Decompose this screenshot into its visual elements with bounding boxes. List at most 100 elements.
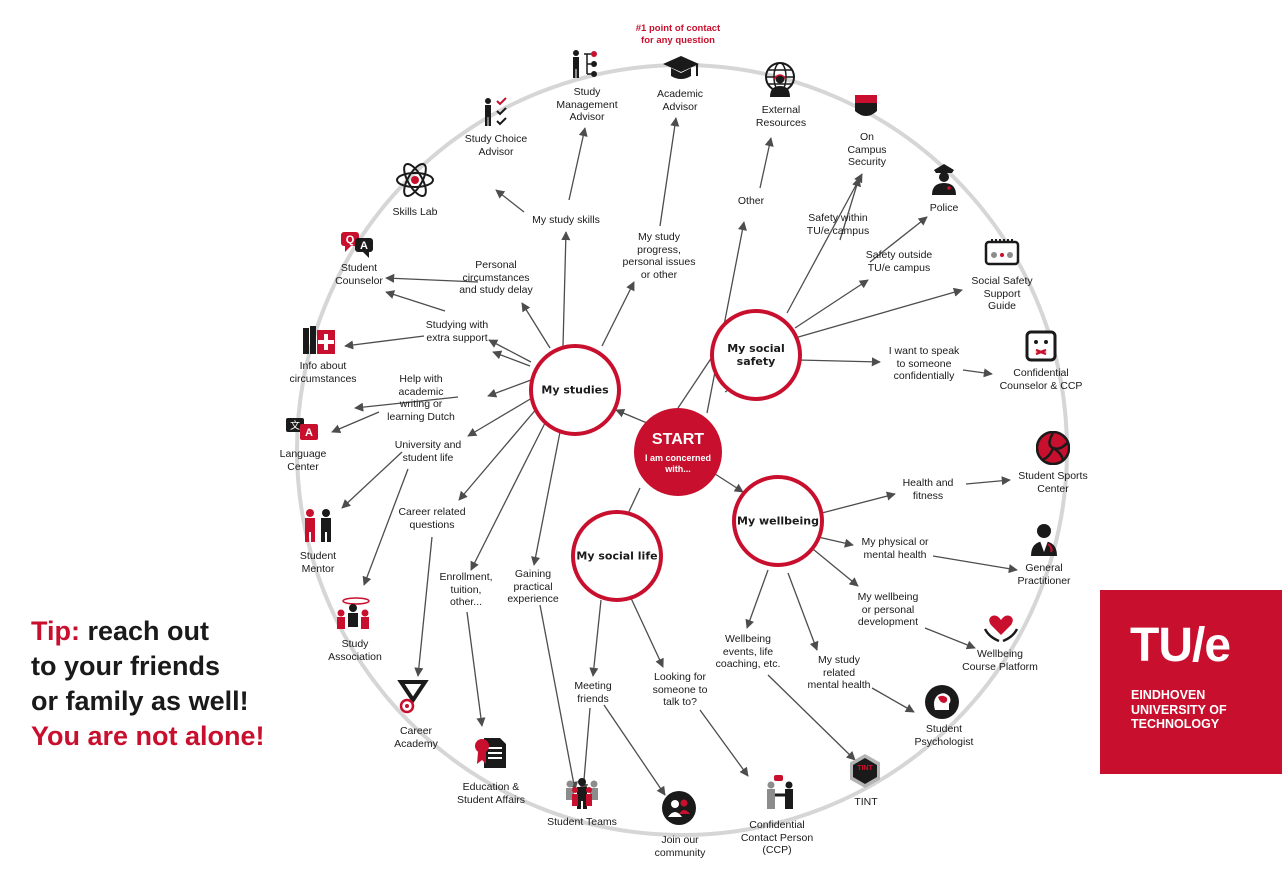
- resource-education-student-affairs[interactable]: Education & Student Affairs: [456, 781, 526, 806]
- connector-arrow: [385, 273, 479, 283]
- topic-my-study-skills: My study skills: [532, 214, 600, 226]
- volleyball-icon: [1036, 431, 1070, 465]
- resource-career-academy[interactable]: Career Academy: [394, 725, 438, 750]
- svg-text:Q: Q: [346, 234, 355, 246]
- resource-social-safety-support-guide[interactable]: Social Safety Support Guide: [971, 275, 1033, 312]
- connector-arrow: [794, 279, 869, 329]
- connector-arrow: [965, 476, 1011, 486]
- resource-academic-advisor[interactable]: Academic Advisor: [656, 88, 704, 113]
- resource-study-management-advisor[interactable]: Study Management Advisor: [556, 86, 618, 123]
- group-people-icon: [337, 597, 370, 629]
- connector-arrow: [767, 674, 856, 761]
- connector-arrow: [869, 216, 928, 263]
- connector-arrow: [924, 627, 976, 650]
- connector-arrow: [871, 687, 915, 713]
- tip-line-2: to your friends: [31, 651, 221, 681]
- connector-arrow: [706, 221, 747, 414]
- topic-personal-circumstances: Personal circumstances and study delay: [459, 259, 533, 296]
- connector-arrow: [531, 431, 561, 566]
- connector-arrow: [414, 536, 433, 677]
- resource-on-campus-security[interactable]: On Campus Security: [847, 131, 887, 168]
- resource-police[interactable]: Police: [929, 202, 959, 214]
- connector-arrow: [932, 555, 1018, 574]
- resource-student-counselor[interactable]: Student Counselor: [335, 262, 383, 287]
- hub-my-studies-circle: [529, 344, 621, 436]
- resource-study-association[interactable]: Study Association: [328, 638, 382, 663]
- resource-wellbeing-course-platform[interactable]: Wellbeing Course Platform: [962, 648, 1038, 673]
- hub-my-social-life: My social life: [576, 549, 658, 563]
- connector-arrow: [807, 544, 859, 587]
- heart-hands-icon: [983, 615, 1019, 643]
- head-brain-icon: [925, 685, 959, 719]
- connector-arrow: [385, 290, 446, 312]
- resource-tint[interactable]: TINT: [854, 796, 878, 808]
- doctor-icon: [1031, 524, 1057, 556]
- connector-arrow: [344, 335, 425, 350]
- resource-skills-lab[interactable]: Skills Lab: [392, 206, 438, 218]
- tip-lead: Tip:: [31, 616, 80, 646]
- connector-arrow: [787, 572, 819, 651]
- resource-join-community[interactable]: Join our community: [654, 834, 706, 859]
- resource-student-teams[interactable]: Student Teams: [547, 816, 617, 828]
- resource-confidential-counselor-ccp[interactable]: Confidential Counselor & CCP: [999, 367, 1083, 392]
- resource-ccp[interactable]: Confidential Contact Person (CCP): [740, 819, 814, 856]
- connector-arrow: [362, 468, 409, 586]
- resource-info-circumstances[interactable]: Info about circumstances: [289, 360, 357, 385]
- police-officer-icon: [932, 164, 956, 195]
- topic-career-questions: Career related questions: [398, 506, 466, 531]
- topic-writing-dutch: Help with academic writing or learning D…: [387, 373, 455, 423]
- connector-arrow: [603, 704, 666, 796]
- topic-practical-experience: Gaining practical experience: [507, 568, 559, 605]
- connector-arrow: [521, 302, 551, 349]
- graduation-cap-icon: [663, 56, 699, 79]
- resource-study-choice-advisor[interactable]: Study Choice Advisor: [464, 133, 528, 158]
- team-people-icon: [566, 778, 598, 809]
- start-circle: [634, 408, 722, 496]
- topic-safety-within: Safety within TU/e campus: [806, 212, 870, 237]
- connector-arrow: [331, 411, 380, 433]
- connector-arrow: [797, 357, 881, 367]
- connector-arrow: [659, 117, 680, 227]
- connector-arrow: [354, 396, 459, 412]
- topic-meeting-friends: Meeting friends: [574, 680, 612, 705]
- mentor-people-icon: [305, 509, 331, 542]
- org-chart-person-icon: [573, 50, 597, 78]
- hub-my-social-safety: My social safety: [727, 342, 785, 368]
- resource-general-practitioner[interactable]: General Practitioner: [1017, 562, 1071, 587]
- resource-language-center[interactable]: Language Center: [279, 448, 327, 473]
- connector-arrow: [487, 379, 532, 398]
- tip-line-3: or family as well!: [31, 686, 249, 716]
- hub-my-studies: My studies: [541, 383, 609, 397]
- topic-other: Other: [737, 195, 765, 207]
- community-icon: [662, 791, 696, 825]
- checklist-person-icon: [485, 97, 507, 126]
- resource-external-resources[interactable]: External Resources: [755, 104, 807, 129]
- connector-arrow: [629, 595, 664, 668]
- connector-arrow: [466, 611, 486, 727]
- tue-logo: TU/e: [1130, 619, 1231, 672]
- hub-my-social-safety-circle: [710, 309, 802, 401]
- connector-arrow: [539, 604, 578, 791]
- topic-speak-confidentially: I want to speak to someone confidentiall…: [888, 345, 960, 382]
- translate-bubbles-icon: 文A: [286, 418, 318, 440]
- connector-arrow: [488, 339, 532, 363]
- connector-arrow: [589, 599, 602, 677]
- resource-student-mentor[interactable]: Student Mentor: [299, 550, 337, 575]
- svg-text:A: A: [360, 240, 368, 252]
- resource-student-psychologist[interactable]: Student Psychologist: [914, 723, 974, 748]
- topic-health-fitness: Health and fitness: [902, 477, 954, 502]
- academic-advisor-note: #1 point of contact for any question: [635, 23, 721, 46]
- topic-study-progress: My study progress, personal issues or ot…: [622, 231, 696, 281]
- atom-icon: [396, 163, 434, 197]
- resource-student-sports-center[interactable]: Student Sports Center: [1018, 470, 1088, 495]
- topic-extra-support: Studying with extra support: [425, 319, 489, 344]
- connector-arrow: [601, 281, 635, 347]
- hub-my-wellbeing-circle: [732, 475, 824, 567]
- connector-arrow: [568, 127, 588, 201]
- hub-my-social-life-circle: [571, 510, 663, 602]
- svg-text:A: A: [305, 427, 313, 439]
- connector-arrow: [817, 536, 854, 548]
- connector-arrow: [467, 397, 533, 437]
- tint-badge-text: TINT: [857, 765, 873, 772]
